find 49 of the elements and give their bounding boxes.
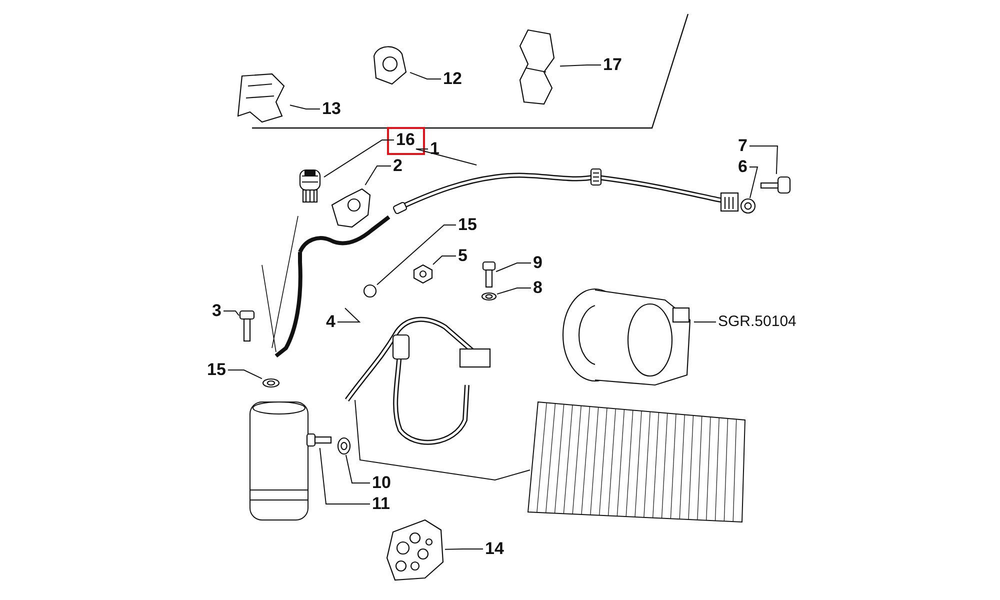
leader-line	[319, 448, 370, 504]
bolt-drawing	[239, 310, 255, 342]
callout-number: 10	[372, 474, 391, 492]
bolt-drawing	[760, 174, 792, 196]
leader-line	[222, 310, 240, 316]
callout-number: 5	[458, 247, 468, 265]
washer-drawing	[481, 292, 497, 301]
leader-line	[694, 321, 716, 322]
leader-line	[290, 104, 320, 110]
callout-number: 14	[485, 540, 504, 558]
leader-line	[324, 140, 394, 178]
callout-number: 12	[443, 70, 462, 88]
leader-line	[444, 548, 484, 550]
callout-number: 17	[603, 56, 622, 74]
leader-line	[496, 288, 532, 295]
callout-number: 9	[533, 254, 542, 272]
leader-line	[560, 64, 602, 67]
leader-line	[416, 148, 478, 166]
leader-line	[376, 224, 456, 286]
leader-line	[432, 256, 456, 266]
callout-number: 1	[430, 140, 440, 158]
leader-line	[748, 146, 778, 174]
callout-number: 8	[533, 279, 542, 297]
gasket-drawing	[385, 518, 445, 582]
leader-line	[364, 166, 392, 186]
callout-number: 2	[393, 157, 402, 175]
nut-drawing	[413, 264, 433, 284]
callout-number: 15	[458, 216, 477, 234]
callout-number: SGR.50104	[718, 313, 796, 331]
o-ring-drawing	[262, 378, 280, 388]
bolt-drawing	[482, 261, 496, 288]
leader-line	[496, 262, 532, 272]
callout-number: 3	[212, 302, 222, 320]
callout-number: 4	[326, 313, 336, 331]
leader-line	[345, 454, 370, 484]
leader-line	[410, 72, 442, 80]
callout-number: 11	[372, 495, 390, 513]
washer-drawing	[740, 198, 756, 214]
callout-number: 7	[738, 137, 748, 155]
callout-number: 15	[207, 361, 226, 379]
callout-number: 6	[738, 158, 748, 176]
leader-line	[227, 370, 262, 380]
leader-line	[748, 166, 758, 198]
o-ring-drawing	[363, 284, 377, 298]
callout-number: 13	[322, 100, 341, 118]
washer-drawing	[337, 437, 351, 455]
callout-number: 16	[396, 131, 415, 149]
bolt-drawing	[306, 432, 332, 448]
leader-line	[336, 308, 361, 322]
